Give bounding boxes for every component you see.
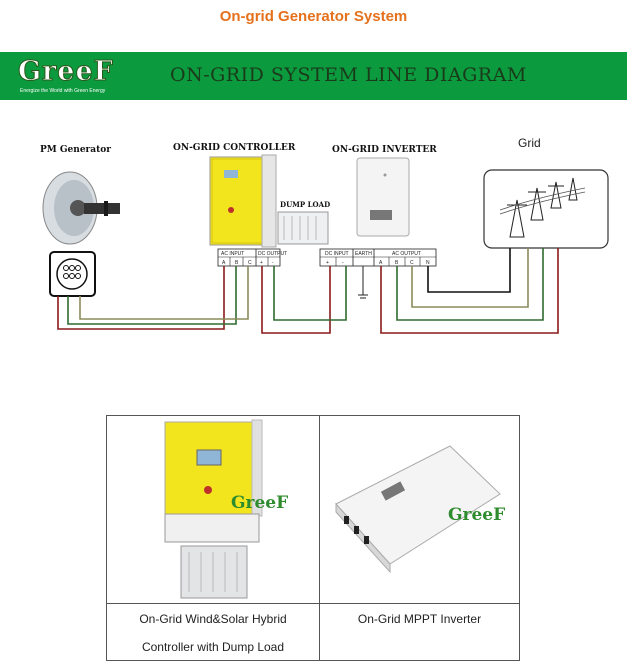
table-divider-horizontal — [107, 603, 519, 604]
greef-logo: GreeF Energize the World with Green Ener… — [12, 56, 132, 96]
controller-pin-b: B — [235, 260, 239, 266]
table-divider-vertical — [319, 416, 320, 660]
left-watermark: GreeF — [231, 493, 288, 513]
inverter-terminal-block: DC INPUT EARTH AC OUTPUT + - A B C N — [319, 248, 437, 299]
product-table: GreeF GreeF On-Grid Wind&Solar Hybrid Co… — [106, 415, 520, 661]
diagram-drawing: AC INPUT DC OUTPUT A B C + - DC INPUT EA… — [42, 154, 609, 334]
controller-caption-line1: On-Grid Wind&Solar Hybrid — [139, 612, 287, 626]
line-diagram: PM Generator ON-GRID CONTROLLER DUMP LOA… — [0, 100, 627, 400]
controller-caption-line2: Controller with Dump Load — [141, 640, 285, 654]
pm-generator-icon — [42, 171, 120, 245]
inverter-icon — [356, 157, 410, 237]
controller-pin-minus: - — [272, 260, 274, 266]
right-watermark: GreeF — [448, 505, 505, 525]
controller-pin-plus: + — [260, 260, 263, 266]
inverter-pin-a: A — [379, 260, 383, 266]
controller-product-photo: GreeF — [164, 419, 288, 599]
inverter-pin-c: C — [410, 260, 414, 266]
inverter-product-photo: GreeF — [335, 445, 505, 574]
controller-pin-c: C — [248, 260, 252, 266]
controller-label: ON-GRID CONTROLLER — [173, 143, 296, 153]
controller-terminal-block: AC INPUT DC OUTPUT A B C + - — [217, 248, 287, 267]
banner-title: ON-GRID SYSTEM LINE DIAGRAM — [170, 64, 527, 86]
inverter-caption: On-Grid MPPT Inverter — [357, 612, 482, 626]
inverter-earth-label: EARTH — [355, 251, 372, 257]
inverter-grid-wires — [380, 248, 559, 334]
inverter-ac-output-label: AC OUTPUT — [392, 251, 421, 257]
controller-pin-a: A — [222, 260, 226, 266]
grid-label: Grid — [518, 136, 541, 150]
inverter-dc-input-label: DC INPUT — [325, 251, 349, 257]
logo-wordmark: GreeF — [18, 56, 114, 88]
controller-inverter-wires — [261, 266, 347, 334]
logo-tagline: Energize the World with Green Energy — [20, 88, 106, 94]
inverter-pin-b: B — [395, 260, 399, 266]
page-title: On-grid Generator System — [219, 8, 408, 25]
inverter-label: ON-GRID INVERTER — [332, 145, 437, 155]
controller-icon — [209, 154, 277, 248]
inverter-pin-n: N — [426, 260, 430, 266]
generator-terminal-box — [49, 251, 96, 297]
header-banner: GreeF Energize the World with Green Ener… — [0, 52, 627, 100]
dump-load-label: DUMP LOAD — [280, 200, 331, 209]
generator-controller-wires — [57, 266, 249, 330]
grid-pylons-icon — [483, 169, 609, 249]
controller-dc-output-label: DC OUTPUT — [258, 251, 287, 257]
pm-generator-label: PM Generator — [40, 145, 112, 155]
inverter-pin-minus: - — [342, 260, 344, 266]
inverter-pin-plus: + — [326, 260, 329, 266]
controller-ac-input-label: AC INPUT — [221, 251, 244, 257]
dump-load-icon — [277, 211, 329, 245]
